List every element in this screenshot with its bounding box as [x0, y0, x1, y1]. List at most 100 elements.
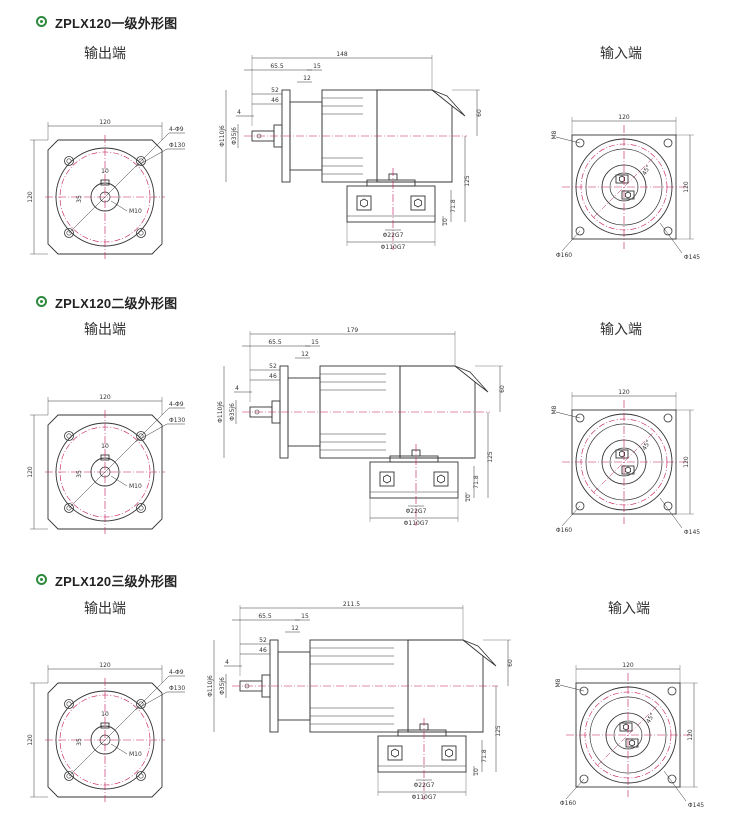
- section-title: ZPLX120三级外形图: [55, 574, 178, 589]
- right-angle-housing: [376, 89, 453, 183]
- dim-d6-label: 4: [237, 109, 241, 116]
- bolt-hole-inner-2: [138, 433, 144, 439]
- clamp-bolt-left: [360, 198, 368, 208]
- clamp-hex-bottom: [629, 739, 635, 747]
- clamp-left: [379, 471, 395, 487]
- output-end-label: 输出端: [84, 322, 126, 338]
- input-bolt-hole-2: [667, 686, 677, 696]
- bolt-hole-inner-1: [66, 158, 72, 164]
- dim-h2-label: 125: [487, 451, 494, 463]
- bolt-hole-3: [64, 228, 74, 238]
- housing-bevel: [431, 89, 466, 117]
- section-title: ZPLX120一级外形图: [55, 16, 178, 31]
- dim-pcd-label: Φ130: [169, 142, 185, 149]
- line: [561, 230, 581, 252]
- input-dim-width-label: 120: [622, 662, 634, 669]
- bolt-hole-inner-1: [66, 701, 72, 707]
- dim-depth-label: 35: [76, 470, 83, 478]
- input-dim-height-label: 120: [683, 456, 690, 468]
- dim-thread-label: M10: [129, 751, 142, 758]
- dim-h3-label: 71.8: [481, 749, 488, 763]
- clamp-screw-top: [619, 722, 633, 732]
- output-end-label: 输出端: [84, 601, 126, 617]
- dim-d2-label: 15: [301, 613, 309, 620]
- dim-d3-label: 12: [301, 351, 309, 358]
- dim-shaft-label: Φ35j6: [229, 403, 236, 421]
- bolt-hole-inner-3: [66, 773, 72, 779]
- clamp-right: [410, 195, 426, 211]
- dim-d3-label: 12: [303, 75, 311, 82]
- input-bolt-hole-3: [579, 774, 589, 784]
- clamp-bolt-right: [414, 198, 422, 208]
- line: [559, 684, 585, 692]
- housing-bevel: [454, 365, 489, 393]
- input-adapter: [397, 729, 447, 737]
- dim-d4-label: 52: [269, 363, 277, 370]
- dim-h4-label: 10: [465, 494, 472, 502]
- input-dim-pcd2-label: Φ145: [684, 254, 700, 261]
- clamp-screw-bottom: [621, 465, 635, 475]
- clamp-hex-top: [623, 723, 629, 731]
- input-dim-thread-label: M8: [551, 130, 558, 139]
- green-ring-bullet-icon: [36, 296, 47, 307]
- input-dim-thread-label: M8: [551, 405, 558, 414]
- line: [140, 407, 170, 437]
- input-dim-pcd2-label: Φ145: [684, 529, 700, 536]
- line: [565, 778, 585, 800]
- bolt-hole-inner-2: [138, 701, 144, 707]
- clamp-bolt-right: [445, 748, 453, 758]
- input-bolt-hole-3: [575, 501, 585, 511]
- input-bolt-hole-1: [579, 686, 589, 696]
- line: [140, 132, 170, 162]
- dim-depth-label: 35: [76, 195, 83, 203]
- dim-b2-label: Φ110G7: [412, 794, 437, 801]
- clamp-right: [441, 745, 457, 761]
- dim-shaft-label: Φ35j6: [231, 127, 238, 145]
- line: [659, 497, 683, 529]
- dim-holes-label: 4-Φ9: [169, 401, 184, 408]
- dim-thread-label: M10: [129, 483, 142, 490]
- dim-holes-label: 4-Φ9: [169, 126, 184, 133]
- dim-h2-label: 125: [495, 725, 502, 737]
- section-title: ZPLX120二级外形图: [55, 296, 178, 311]
- clamp-right: [433, 471, 449, 487]
- right-angle-housing: [407, 639, 484, 733]
- green-ring-bullet-icon: [36, 574, 47, 585]
- dim-h1-label: 60: [499, 385, 506, 393]
- flange-outline: [47, 682, 163, 798]
- line: [110, 743, 128, 755]
- input-dim-height-label: 120: [683, 181, 690, 193]
- bolt-hole-1: [64, 699, 74, 709]
- dim-d5-label: 46: [271, 97, 279, 104]
- clamp-left: [387, 745, 403, 761]
- dim-total-label: 211.5: [343, 601, 360, 608]
- dim-d1-label: 65.5: [258, 613, 272, 620]
- dim-thread-label: M10: [129, 208, 142, 215]
- input-adapter: [389, 455, 439, 463]
- line: [561, 505, 581, 527]
- input-dim-pcd1-label: Φ160: [556, 527, 572, 534]
- green-ring-bullet-icon: [36, 16, 47, 27]
- clamp-screw-top: [615, 449, 629, 459]
- clamp-hex-bottom: [625, 466, 631, 474]
- line: [134, 691, 168, 711]
- dim-b2-label: Φ110G7: [404, 520, 429, 527]
- bolt-hole-inner-3: [66, 230, 72, 236]
- clamp-bolt-right: [437, 474, 445, 484]
- line: [593, 156, 655, 218]
- clamp-bolt-left: [391, 748, 399, 758]
- dim-h3-label: 71.8: [473, 475, 480, 489]
- clamp-hex-bottom: [625, 191, 631, 199]
- input-end-label: 输入端: [600, 322, 642, 338]
- bolt-hole-1: [64, 431, 74, 441]
- bolt-hole-4: [136, 771, 146, 781]
